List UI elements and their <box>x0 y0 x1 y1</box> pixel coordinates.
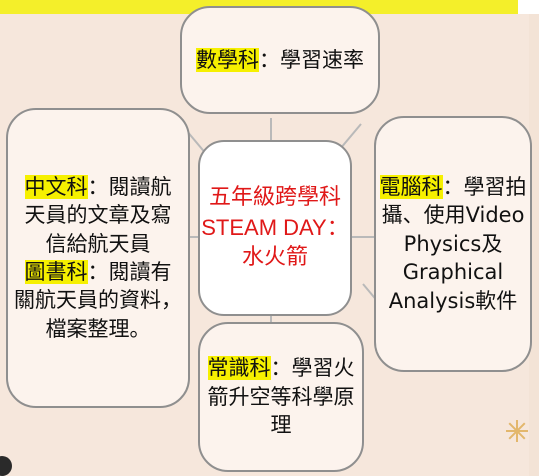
corner-decoration <box>0 456 12 476</box>
library-desc-3: 檔案整理。 <box>45 316 151 341</box>
subject-general: 常識科 <box>207 356 271 381</box>
computer-desc-4: Graphical <box>402 260 504 285</box>
subject-library: 圖書科 <box>24 260 88 284</box>
center-line2: STEAM DAY： <box>201 215 349 241</box>
connector-left <box>183 236 203 238</box>
math-desc: ：學習速率 <box>259 47 364 72</box>
right-edge-panel <box>529 14 539 476</box>
node-chinese-library: 中文科：閱讀航 天員的文章及寫 信給航天員 圖書科：閱讀有 關航天員的資料， 檔… <box>6 108 190 408</box>
subject-chinese: 中文科 <box>24 174 88 199</box>
general-desc-2: 箭升空等科學原 <box>207 384 355 409</box>
subject-computer: 電腦科 <box>379 175 443 200</box>
sparkle-icon <box>506 420 528 442</box>
computer-desc-2: 攝、使用Video <box>381 203 525 228</box>
connector-top <box>270 118 272 158</box>
general-desc-3: 理 <box>270 413 292 438</box>
computer-desc-1: ：學習拍 <box>442 175 527 200</box>
node-math: 數學科：學習速率 <box>180 6 380 114</box>
chinese-desc-1: ：閱讀航 <box>87 174 172 199</box>
node-computer: 電腦科：學習拍 攝、使用Video Physics及 Graphical Ana… <box>374 116 532 372</box>
general-desc-1: ：學習火 <box>270 356 355 381</box>
library-desc-1: ：閱讀有 <box>87 260 172 284</box>
node-center: 五年級跨學科 STEAM DAY： 水火箭 <box>198 140 352 316</box>
library-desc-2: 關航天員的資料， <box>14 288 182 313</box>
node-general-studies: 常識科：學習火 箭升空等科學原 理 <box>198 322 364 472</box>
computer-desc-3: Physics及 <box>403 231 503 256</box>
chinese-desc-2: 天員的文章及寫 <box>24 203 172 228</box>
center-line3: 水火箭 <box>241 244 308 270</box>
subject-math: 數學科 <box>196 47 259 72</box>
connector-right <box>346 236 376 238</box>
chinese-desc-3: 信給航天員 <box>45 231 151 256</box>
computer-desc-5: Analysis軟件 <box>388 288 518 313</box>
center-line1: 五年級跨學科 <box>208 185 341 211</box>
